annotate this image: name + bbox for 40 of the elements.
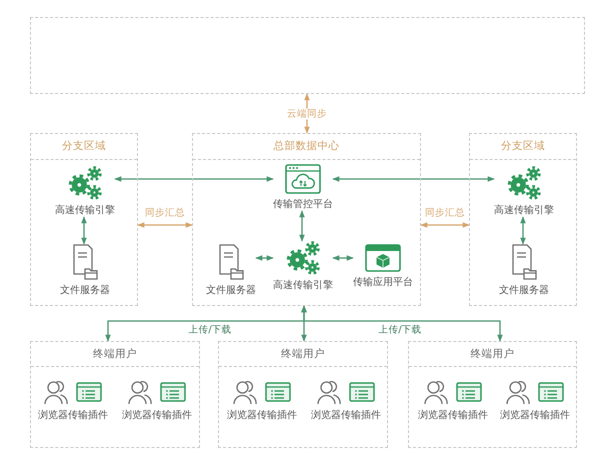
node-label: 高速传输引擎 (273, 280, 333, 292)
arrow (520, 216, 526, 245)
arrow (81, 216, 87, 245)
region-panel (218, 341, 388, 448)
arrow (114, 176, 274, 182)
node-label: 浏览器传输插件 (311, 410, 381, 422)
panel-heading: 终端用户 (219, 342, 387, 367)
node-label: 浏览器传输插件 (418, 410, 488, 422)
region-panel (30, 341, 200, 448)
panel-heading: 总部数据中心 (193, 134, 420, 160)
empty-panel (30, 17, 585, 94)
arrow (301, 305, 503, 342)
arrow (332, 255, 354, 261)
arrow (299, 210, 305, 242)
arrow (332, 176, 495, 182)
node-label: 浏览器传输插件 (122, 410, 192, 422)
edge-label: 同步汇总 (143, 208, 187, 218)
node-label: 文件服务器 (206, 285, 256, 297)
node-label: 浏览器传输插件 (38, 410, 108, 422)
edge-label: 同步汇总 (423, 208, 467, 218)
node-label: 传输管控平台 (273, 199, 333, 211)
edge-label: 云端同步 (285, 108, 329, 120)
region-panel (30, 133, 138, 306)
arrow (255, 255, 274, 261)
arrow (137, 222, 193, 228)
node-label: 传输应用平台 (353, 277, 413, 289)
panel-heading: 终端用户 (31, 342, 199, 367)
panel-heading: 分支区域 (31, 134, 137, 160)
panel-heading: 分支区域 (470, 134, 576, 160)
node-label: 高速传输引擎 (55, 205, 115, 217)
region-panel (192, 133, 421, 306)
node-label: 浏览器传输插件 (500, 410, 570, 422)
arrow (420, 222, 470, 228)
node-label: 高速传输引擎 (494, 205, 554, 217)
node-label: 浏览器传输插件 (227, 410, 297, 422)
region-panel (408, 341, 577, 448)
node-label: 文件服务器 (499, 285, 549, 297)
node-label: 文件服务器 (60, 285, 110, 297)
region-panel (469, 133, 577, 306)
panel-heading: 终端用户 (409, 342, 576, 367)
